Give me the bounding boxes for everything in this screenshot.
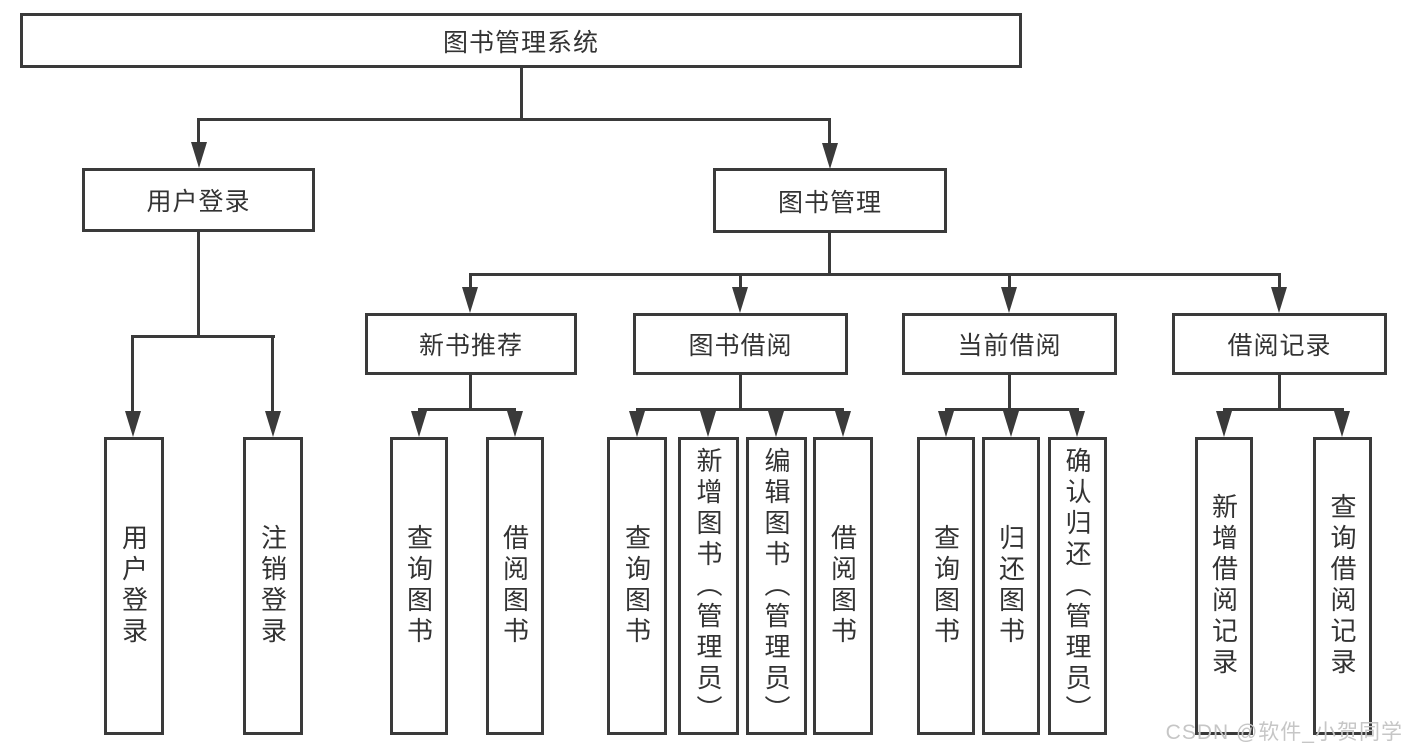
leaf-recommend-borrow-books: 借阅图书 [486,437,544,735]
node-current-borrowing: 当前借阅 [902,313,1117,375]
connector-line [469,273,1281,276]
node-book-management: 图书管理 [713,168,947,233]
node-label: 查询借阅记录 [1327,493,1357,679]
arrow-down-icon [507,411,523,437]
arrow-down-icon [462,287,478,313]
connector-line [197,118,831,121]
connector-line [271,335,274,412]
leaf-logout: 注销登录 [243,437,303,735]
leaf-current-return-books: 归还图书 [982,437,1040,735]
leaf-borrowing-borrow-books: 借阅图书 [813,437,873,735]
connector-line [131,335,275,338]
arrow-down-icon [1334,411,1350,437]
arrow-down-icon [1003,411,1019,437]
node-book-borrowing: 图书借阅 [633,313,848,375]
node-label: 借阅记录 [1227,332,1332,360]
arrow-down-icon [835,411,851,437]
node-user-login: 用户登录 [82,168,315,232]
leaf-user-login: 用户登录 [104,437,164,735]
node-label: 编辑图书（管理员） [761,446,791,726]
node-label: 归还图书 [995,524,1026,648]
node-label: 借阅图书 [499,524,530,648]
node-label: 查询图书 [621,524,652,648]
node-library-management-system: 图书管理系统 [20,13,1022,68]
leaf-borrowing-edit-books-admin: 编辑图书（管理员） [746,437,807,735]
csdn-watermark: CSDN @软件_小贺同学 [1165,721,1403,744]
leaf-borrowing-add-books-admin: 新增图书（管理员） [678,437,739,735]
connector-line [1278,273,1281,289]
node-label: 查询图书 [403,524,434,648]
connector-line [469,273,472,289]
arrow-down-icon [265,411,281,437]
connector-line [739,375,742,410]
leaf-borrowing-query-books: 查询图书 [607,437,667,735]
node-borrow-records: 借阅记录 [1172,313,1387,375]
node-label: 查询图书 [930,524,961,648]
arrow-down-icon [125,411,141,437]
connector-line [739,273,742,289]
connector-line [1008,273,1011,289]
connector-line [131,335,134,412]
node-label: 新书推荐 [418,332,523,360]
connector-line [636,408,844,411]
connector-line [828,118,831,145]
node-label: 图书借阅 [688,332,793,360]
node-label: 图书管理 [777,188,882,217]
arrow-down-icon [191,142,207,168]
node-new-book-recommend: 新书推荐 [365,313,577,375]
node-label: 用户登录 [118,524,149,648]
connector-line [945,408,1079,411]
arrow-down-icon [1001,287,1017,313]
arrow-down-icon [768,411,784,437]
connector-line [1278,375,1281,410]
node-label: 图书管理系统 [442,28,599,57]
connector-line [197,118,200,144]
node-label: 借阅图书 [827,524,858,648]
connector-line [418,408,516,411]
leaf-current-confirm-return-admin: 确认归还（管理员） [1048,437,1107,735]
arrow-down-icon [1271,287,1287,313]
leaf-recommend-query-books: 查询图书 [390,437,448,735]
arrow-down-icon [1216,411,1232,437]
arrow-down-icon [629,411,645,437]
connector-line [1223,408,1344,411]
leaf-current-query-books: 查询图书 [917,437,975,735]
node-label: 新增借阅记录 [1208,493,1239,679]
arrow-down-icon [822,143,838,169]
connector-line [828,233,831,275]
connector-line [197,232,200,338]
connector-line [1008,375,1011,410]
leaf-records-add-record: 新增借阅记录 [1195,437,1253,735]
connector-line [520,68,523,121]
node-label: 确认归还（管理员） [1062,446,1092,726]
leaf-records-query-record: 查询借阅记录 [1313,437,1372,735]
node-label: 注销登录 [257,524,288,648]
arrow-down-icon [732,287,748,313]
arrow-down-icon [1069,411,1085,437]
connector-line [469,375,472,410]
node-label: 当前借阅 [957,332,1062,360]
arrow-down-icon [411,411,427,437]
node-label: 用户登录 [146,188,251,216]
node-label: 新增图书（管理员） [693,446,723,726]
arrow-down-icon [700,411,716,437]
arrow-down-icon [938,411,954,437]
